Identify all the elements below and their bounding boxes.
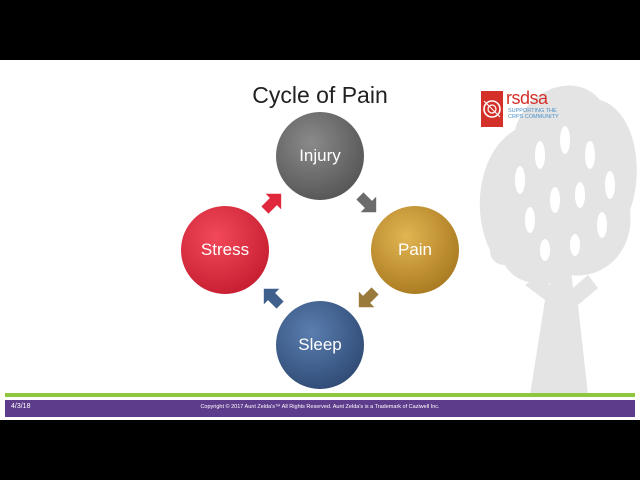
node-stress-label: Stress — [200, 240, 250, 259]
cycle-diagram — [181, 112, 459, 389]
node-sleep — [276, 301, 364, 389]
accent-line — [5, 393, 635, 397]
footer-bar: 4/3/18 Copyright © 2017 Aunt Zelda's™ Al… — [5, 400, 635, 417]
node-pain — [371, 206, 459, 294]
node-stress — [181, 206, 269, 294]
tree-watermark-icon — [479, 85, 637, 395]
node-pain-label: Pain — [397, 240, 433, 259]
rsdsa-logo: rsdsa SUPPORTING THE CRPS COMMUNITY — [481, 88, 561, 131]
node-sleep-label: Sleep — [298, 335, 342, 354]
footer-date: 4/3/18 — [11, 403, 31, 410]
arrow-injury-to-pain-icon — [356, 192, 377, 213]
arrow-sleep-to-stress-icon — [263, 288, 284, 309]
logo-name: rsdsa — [506, 88, 548, 108]
node-injury-label: Injury — [299, 146, 341, 165]
slide: Cycle of Pain rsdsa SUPPORTING THE CRPS … — [0, 60, 640, 420]
node-injury — [276, 112, 364, 200]
slide-title: Cycle of Pain — [252, 82, 388, 108]
logo-tagline: SUPPORTING THE CRPS COMMUNITY — [508, 108, 559, 120]
footer-copyright: Copyright © 2017 Aunt Zelda's™ All Right… — [200, 404, 440, 410]
logo-emblem-icon — [481, 91, 503, 127]
arrow-pain-to-sleep-icon — [358, 287, 379, 308]
arrow-stress-to-injury-icon — [261, 193, 282, 214]
